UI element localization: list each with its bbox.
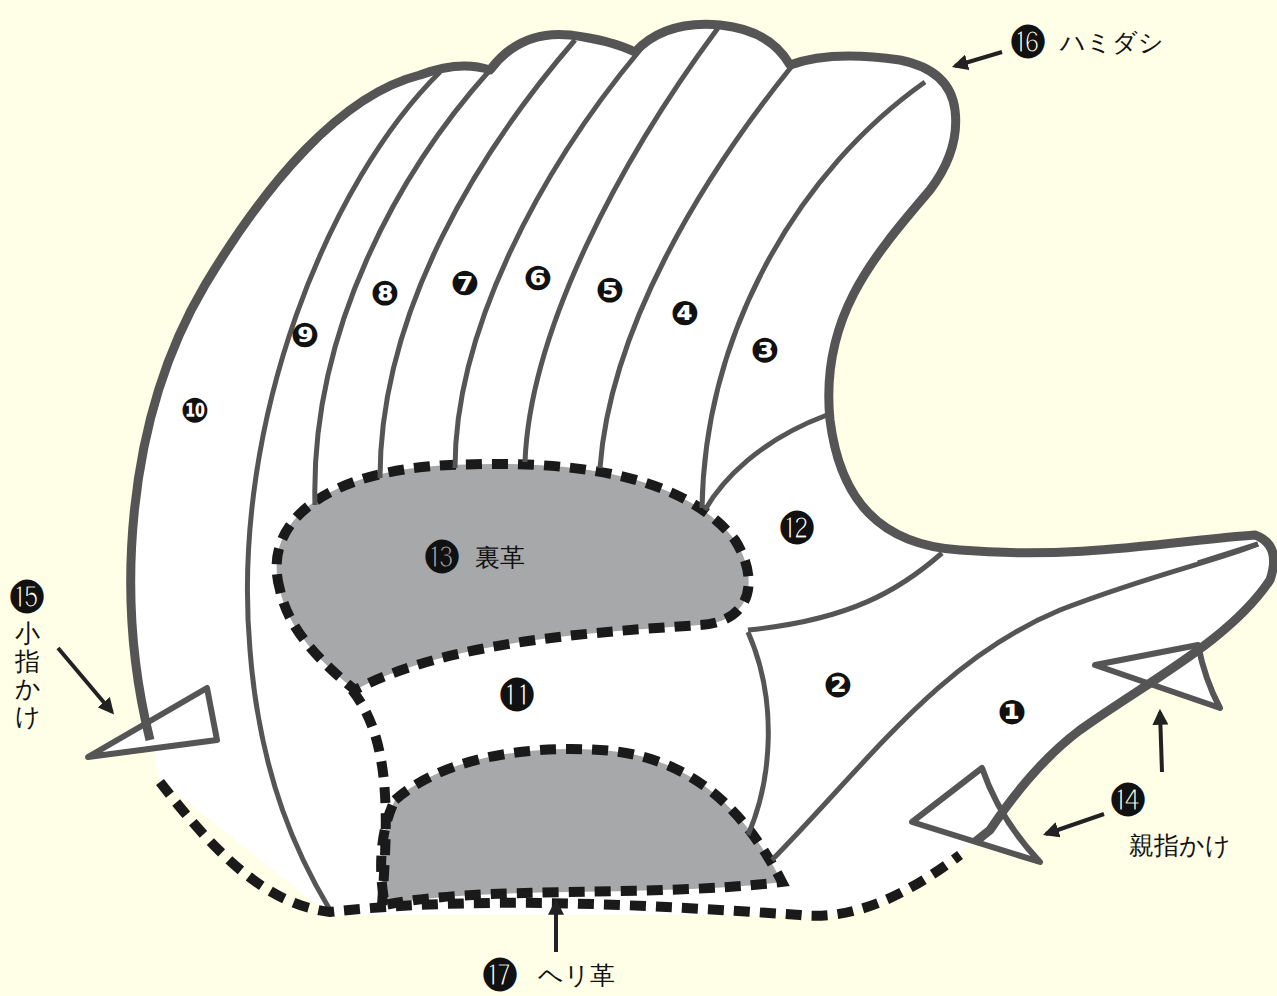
callout-number: ❷ xyxy=(824,668,853,702)
callout-number: ⓮ xyxy=(1111,783,1145,817)
callout-number: ❹ xyxy=(671,296,700,330)
callout-number: ❻ xyxy=(524,261,553,295)
part-name: 小指かけ xyxy=(15,620,40,730)
back-leather xyxy=(277,464,749,690)
callout-number: ⓰ xyxy=(1011,25,1045,59)
callout-number: ⓫ xyxy=(500,678,534,712)
part-lines xyxy=(247,28,1258,910)
callout-number: ❿ xyxy=(181,393,210,427)
dashed-rim xyxy=(160,782,960,916)
little-finger-hook xyxy=(88,688,217,757)
part-name: ハミダシ xyxy=(1060,30,1164,55)
callout-number: ⓯ xyxy=(10,580,44,614)
dashed-seam xyxy=(352,690,386,905)
callout-number: ❽ xyxy=(371,276,400,310)
glove-outline xyxy=(131,24,1274,842)
callout-number: ❶ xyxy=(998,695,1027,729)
leader-arrows xyxy=(58,52,1162,952)
part-name: ヘリ革 xyxy=(538,963,615,988)
callout-number: ❼ xyxy=(451,266,480,300)
part-name: 親指かけ xyxy=(1129,833,1231,858)
callout-number: ❸ xyxy=(751,333,780,367)
edge-leather xyxy=(381,749,782,905)
callout-number: ⓭ xyxy=(425,540,459,574)
glove-body xyxy=(131,24,1274,915)
part-name: 裏革 xyxy=(475,545,525,570)
callout-number: ❾ xyxy=(291,318,320,352)
callout-number: ⓬ xyxy=(780,511,814,545)
callout-number: ❺ xyxy=(596,273,625,307)
callout-number: ⓱ xyxy=(483,958,517,992)
